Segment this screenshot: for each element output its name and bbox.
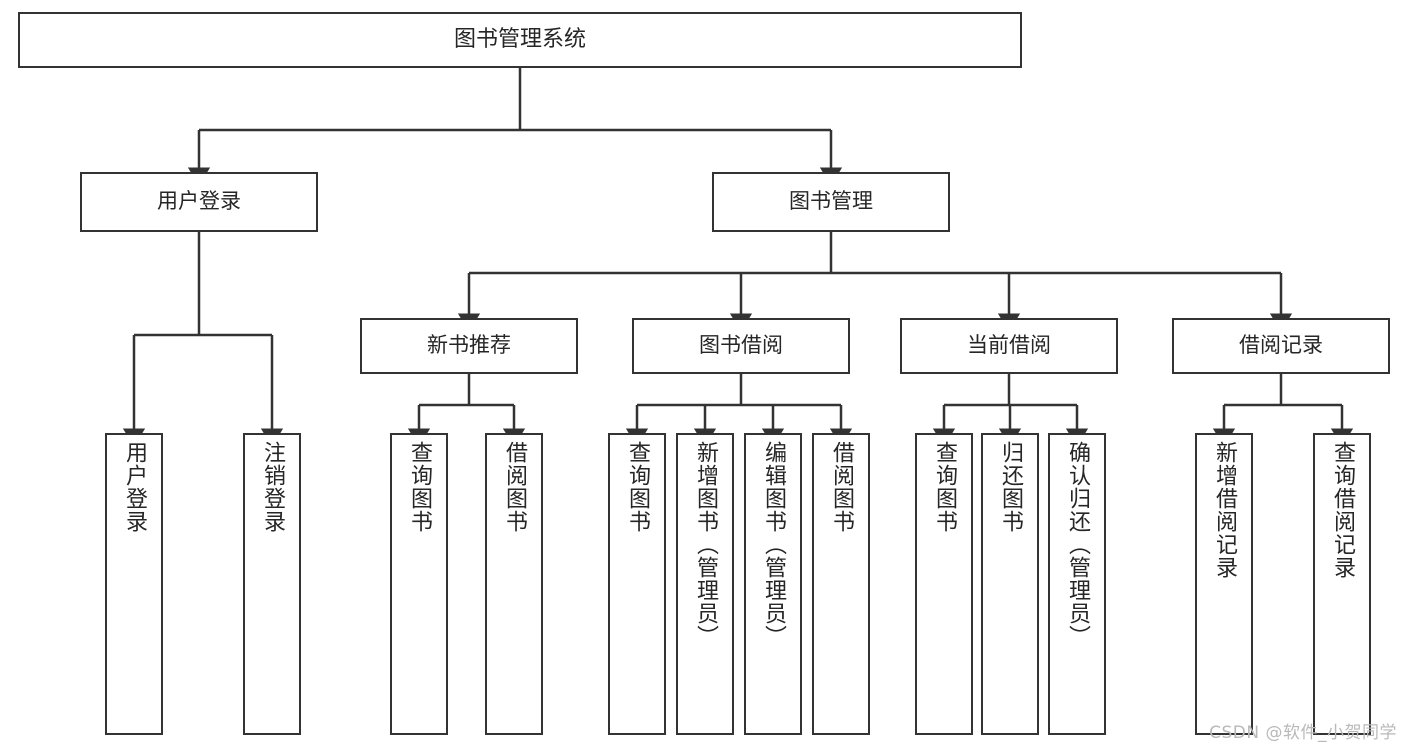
node-label: 编辑图书（管理员）	[761, 441, 786, 648]
node-leaf-user-logout[interactable]: 注销登录	[243, 433, 301, 735]
node-label: 借阅记录	[1239, 333, 1323, 358]
node-label: 新书推荐	[427, 333, 511, 358]
node-label: 注销登录	[260, 441, 285, 533]
node-label: 图书借阅	[699, 333, 783, 358]
node-leaf-query-book-borrow[interactable]: 查询图书	[608, 433, 666, 735]
node-leaf-add-borrow-record[interactable]: 新增借阅记录	[1195, 433, 1253, 735]
node-book-borrow[interactable]: 图书借阅	[632, 318, 850, 374]
node-label: 查询借阅记录	[1330, 441, 1355, 579]
node-label: 查询图书	[932, 441, 957, 533]
node-label: 借阅图书	[502, 441, 527, 533]
edges-group	[122, 68, 1354, 447]
node-label: 图书管理	[789, 189, 873, 214]
node-leaf-edit-book[interactable]: 编辑图书（管理员）	[744, 433, 802, 735]
node-current-borrow[interactable]: 当前借阅	[900, 318, 1118, 374]
node-leaf-query-book-recommend[interactable]: 查询图书	[390, 433, 448, 735]
node-label: 新增图书（管理员）	[693, 441, 718, 648]
node-label: 查询图书	[625, 441, 650, 533]
node-label: 确认归还（管理员）	[1065, 441, 1090, 648]
node-leaf-query-book-current[interactable]: 查询图书	[915, 433, 973, 735]
node-leaf-return-book[interactable]: 归还图书	[981, 433, 1039, 735]
node-leaf-confirm-return[interactable]: 确认归还（管理员）	[1048, 433, 1106, 735]
node-label: 归还图书	[998, 441, 1023, 533]
node-leaf-user-login[interactable]: 用户登录	[105, 433, 163, 735]
node-book-management[interactable]: 图书管理	[712, 172, 950, 232]
node-borrow-record[interactable]: 借阅记录	[1172, 318, 1390, 374]
node-leaf-borrow-book-recommend[interactable]: 借阅图书	[485, 433, 543, 735]
node-new-book-recommend[interactable]: 新书推荐	[360, 318, 578, 374]
node-label: 查询图书	[407, 441, 432, 533]
node-leaf-borrow-book[interactable]: 借阅图书	[812, 433, 870, 735]
node-label: 用户登录	[122, 441, 147, 533]
node-label: 用户登录	[157, 189, 241, 214]
node-user-login[interactable]: 用户登录	[80, 172, 318, 232]
node-leaf-query-borrow-record[interactable]: 查询借阅记录	[1313, 433, 1371, 735]
node-root-图书管理系统[interactable]: 图书管理系统	[18, 12, 1022, 68]
node-label: 图书管理系统	[453, 26, 586, 52]
node-label: 当前借阅	[967, 333, 1051, 358]
node-label: 借阅图书	[829, 441, 854, 533]
node-leaf-add-book[interactable]: 新增图书（管理员）	[676, 433, 734, 735]
node-label: 新增借阅记录	[1212, 441, 1237, 579]
